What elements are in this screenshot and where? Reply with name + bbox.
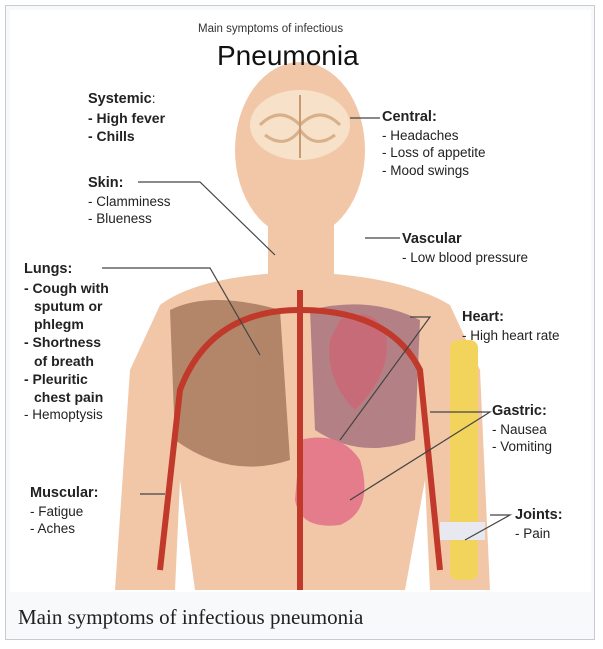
- heart-heading: Heart:: [462, 308, 560, 327]
- gastric-item: - Vomiting: [492, 438, 552, 456]
- muscular-item: - Aches: [30, 520, 99, 538]
- muscular-item: - Fatigue: [30, 503, 99, 521]
- joints-heading: Joints:: [515, 506, 563, 525]
- diagram-subtitle: Main symptoms of infectious: [198, 22, 343, 37]
- vascular-group: Vascular - Low blood pressure: [402, 230, 528, 266]
- diagram-title: Pneumonia: [217, 38, 359, 74]
- lungs-heading: Lungs:: [24, 260, 109, 279]
- muscular-group: Muscular: - Fatigue - Aches: [30, 484, 99, 538]
- lungs-item: sputum or: [24, 297, 109, 315]
- heart-group: Heart: - High heart rate: [462, 308, 560, 344]
- lungs-item: of breath: [24, 352, 109, 370]
- skin-heading: Skin:: [88, 174, 171, 193]
- central-item: - Headaches: [382, 127, 486, 145]
- lungs-item: - Cough with: [24, 279, 109, 297]
- lungs-group: Lungs: - Cough with sputum or phlegm - S…: [24, 260, 109, 424]
- gastric-heading: Gastric:: [492, 402, 552, 421]
- brain: [250, 90, 350, 160]
- figure-caption: Main symptoms of infectious pneumonia: [18, 605, 363, 630]
- lungs-item: - Hemoptysis: [24, 406, 109, 424]
- skin-item: - Clamminess: [88, 193, 171, 211]
- joints-group: Joints: - Pain: [515, 506, 563, 542]
- muscular-heading: Muscular:: [30, 484, 99, 503]
- lungs-item: - Pleuritic: [24, 370, 109, 388]
- central-item: - Loss of appetite: [382, 144, 486, 162]
- gastric-item: - Nausea: [492, 421, 552, 439]
- vascular-heading: Vascular: [402, 230, 528, 249]
- systemic-group: Systemic: - High fever - Chills: [88, 90, 165, 145]
- lungs-item: phlegm: [24, 315, 109, 333]
- joints-item: - Pain: [515, 525, 563, 543]
- vascular-item: - Low blood pressure: [402, 249, 528, 267]
- central-heading: Central:: [382, 108, 486, 127]
- lungs-item: chest pain: [24, 388, 109, 406]
- gastric-group: Gastric: - Nausea - Vomiting: [492, 402, 552, 456]
- systemic-item: - Chills: [88, 127, 165, 145]
- pneumonia-diagram: Main symptoms of infectious Pneumonia Sy…: [10, 10, 591, 592]
- heart-item: - High heart rate: [462, 327, 560, 345]
- systemic-item: - High fever: [88, 109, 165, 127]
- systemic-heading: Systemic: [88, 91, 152, 107]
- skin-item: - Blueness: [88, 210, 171, 228]
- central-group: Central: - Headaches - Loss of appetite …: [382, 108, 486, 179]
- skin-group: Skin: - Clamminess - Blueness: [88, 174, 171, 228]
- central-item: - Mood swings: [382, 162, 486, 180]
- lungs-item: - Shortness: [24, 333, 109, 351]
- systemic-colon: :: [152, 91, 156, 106]
